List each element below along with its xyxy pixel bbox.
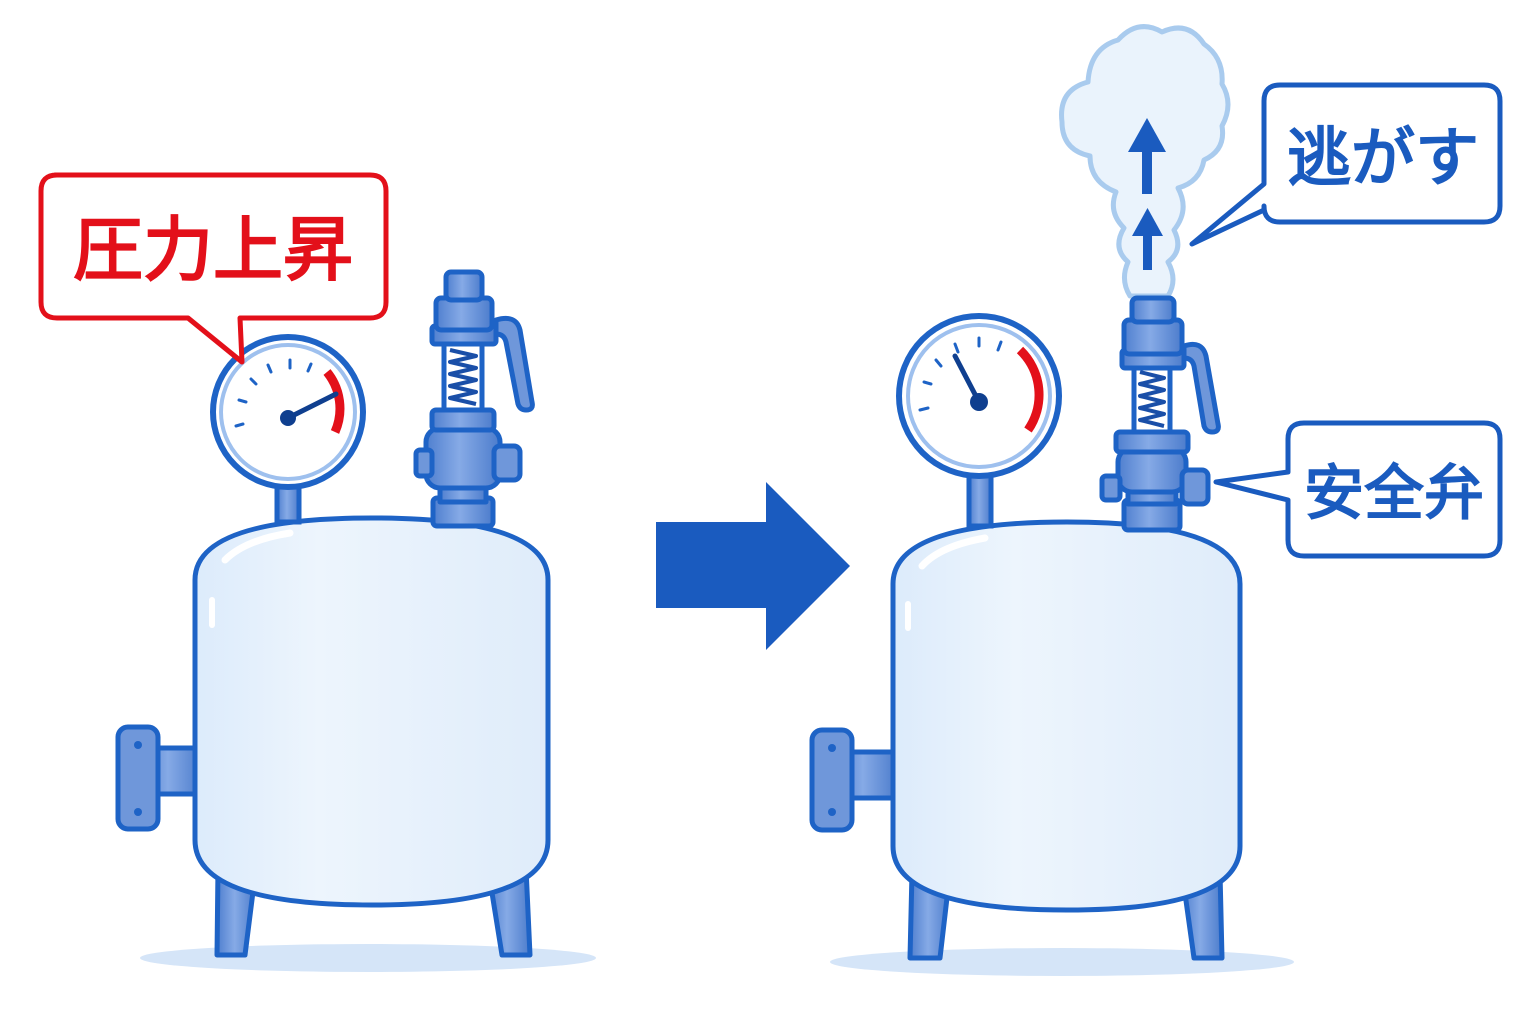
safety-valve-icon-right — [1099, 295, 1221, 533]
inlet-pipe — [115, 724, 205, 832]
pressure-gauge-icon — [210, 334, 366, 490]
callout-release: 逃がす — [1189, 82, 1503, 247]
safety-valve-label: 安全弁 — [1304, 459, 1484, 529]
pressure-rise-label: 圧力上昇 — [73, 209, 353, 291]
left-scene: 圧力上昇 — [38, 172, 596, 972]
steam-cloud-icon — [1059, 24, 1231, 299]
release-label: 逃がす — [1287, 122, 1479, 196]
callout-pressure-rise: 圧力上昇 — [38, 172, 389, 365]
inlet-pipe-right — [809, 727, 900, 833]
safety-valve-icon — [413, 269, 535, 529]
callout-safety-valve: 安全弁 — [1213, 420, 1503, 559]
right-arrow-icon — [656, 482, 850, 650]
ground-shadow-right — [830, 948, 1294, 976]
right-scene: 逃がす 安全弁 — [809, 24, 1503, 976]
pressure-gauge-icon-right — [896, 313, 1062, 479]
pressure-tank-icon-right — [890, 519, 1243, 913]
ground-shadow — [140, 944, 596, 972]
up-arrow-icon — [1128, 118, 1166, 270]
pressure-tank-icon — [192, 515, 551, 908]
